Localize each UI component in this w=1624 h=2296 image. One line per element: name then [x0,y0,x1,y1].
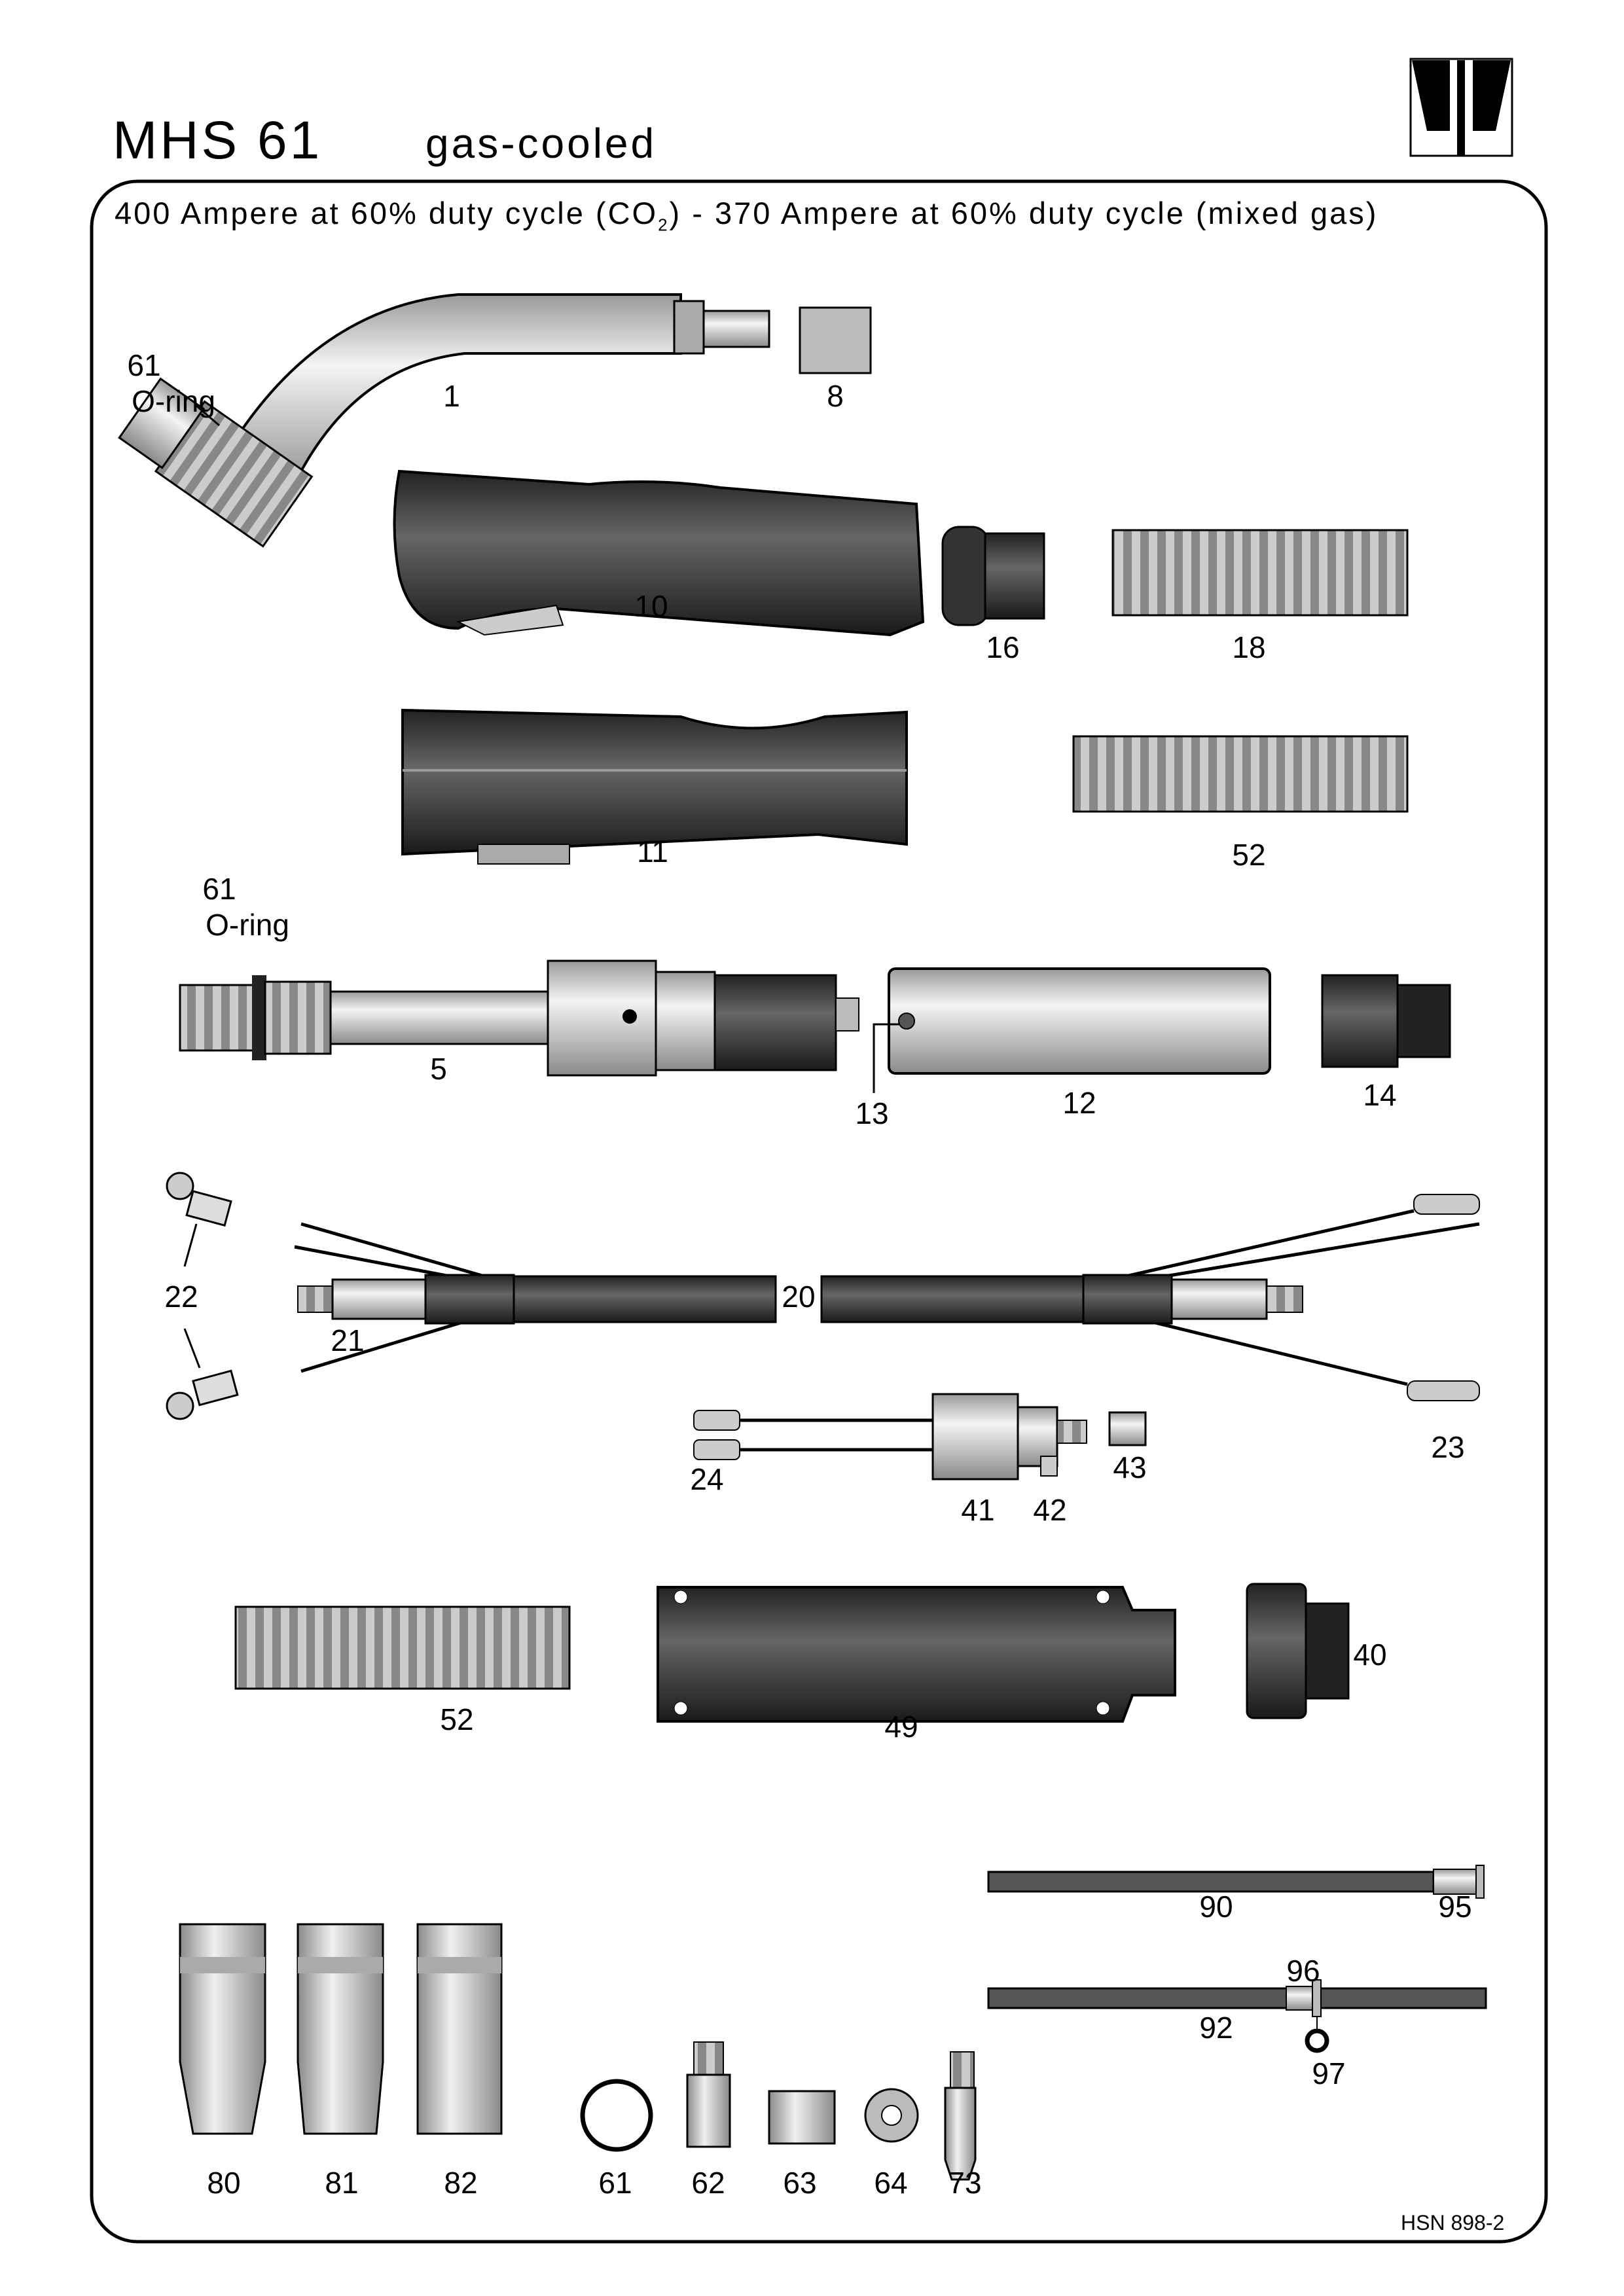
label-81: 81 [325,2166,359,2200]
part-52-spring-bottom [234,1605,571,1690]
part-80-nozzle [179,1923,266,2135]
label-97: 97 [1312,2056,1346,2090]
label-62: 62 [691,2166,725,2200]
label-73: 73 [948,2166,982,2200]
part-1-gooseneck [118,293,770,548]
label-41: 41 [961,1493,995,1527]
model-title: MHS 61 [113,111,323,170]
part-62-diffuser [686,2041,731,2148]
label-43: 43 [1113,1450,1147,1484]
label-64: 64 [874,2166,908,2200]
part-61-oring [580,2079,653,2152]
rating-line: 400 Ampere at 60% duty cycle (CO2) - 370… [115,195,1378,235]
label-22: 22 [164,1280,198,1314]
part-40-nut [1246,1583,1350,1719]
label-61: 61 [202,872,236,906]
cooling-type: gas-cooled [425,120,657,167]
label-24: 24 [690,1462,724,1496]
label-61: 61 [598,2166,632,2200]
label-1: 1 [443,379,460,413]
label-oring: O-ring [206,908,289,942]
label-90: 90 [1199,1890,1233,1924]
part-41-switch [693,1393,1087,1480]
label-5: 5 [430,1052,447,1086]
label-14: 14 [1363,1078,1397,1112]
label-23: 23 [1431,1430,1465,1464]
part-82-nozzle [416,1923,503,2135]
part-64-washer [864,2088,919,2143]
label-52: 52 [440,1702,474,1736]
label-82: 82 [444,2166,478,2200]
part-49-housing [657,1586,1176,1723]
label-12: 12 [1062,1086,1096,1120]
part-11-handle-shell [401,708,908,856]
label-16: 16 [986,630,1020,664]
label-95: 95 [1438,1890,1472,1924]
part-5-body [179,960,859,1077]
rating-part2: ) - 370 Ampere at 60% duty cycle (mixed … [669,196,1379,230]
part-8-insulator [799,306,872,374]
rating-part1: 400 Ampere at 60% duty cycle (CO [115,196,659,230]
label-96: 96 [1286,1954,1320,1988]
part-12-tube [888,967,1271,1075]
label-10: 10 [634,589,668,623]
part-16-adapter [941,526,1045,626]
frame-border [90,179,1548,2244]
part-92-liner [987,1979,1487,2053]
part-63-insulator [768,2090,836,2145]
label-92: 92 [1199,2011,1233,2045]
label-80: 80 [207,2166,241,2200]
part-90-liner [987,1865,1485,1899]
label-49: 49 [884,1710,918,1744]
label-8: 8 [827,379,844,413]
label-21: 21 [331,1323,365,1357]
label-18: 18 [1232,630,1266,664]
label-40: 40 [1353,1638,1387,1672]
label-52: 52 [1232,838,1266,872]
label-11: 11 [637,834,668,869]
part-20-cable [294,1194,1480,1401]
part-43-cap [1108,1411,1147,1446]
label-42: 42 [1033,1493,1067,1527]
document-code: HSN 898-2 [1401,2211,1505,2234]
part-52-spring-top [1072,735,1409,813]
part-81-nozzle [297,1923,384,2135]
part-22-cable-lugs [166,1172,239,1420]
part-73-contact-tip [944,2051,977,2181]
company-logo [1409,58,1513,157]
rating-subscript: 2 [658,215,670,235]
label-20: 20 [782,1280,816,1314]
part-14-nut [1321,974,1451,1068]
label-61: 61 [127,348,161,382]
part-18-spring [1111,529,1409,617]
label-63: 63 [783,2166,817,2200]
label-oring: O-ring [132,384,215,418]
label-13: 13 [855,1096,889,1130]
